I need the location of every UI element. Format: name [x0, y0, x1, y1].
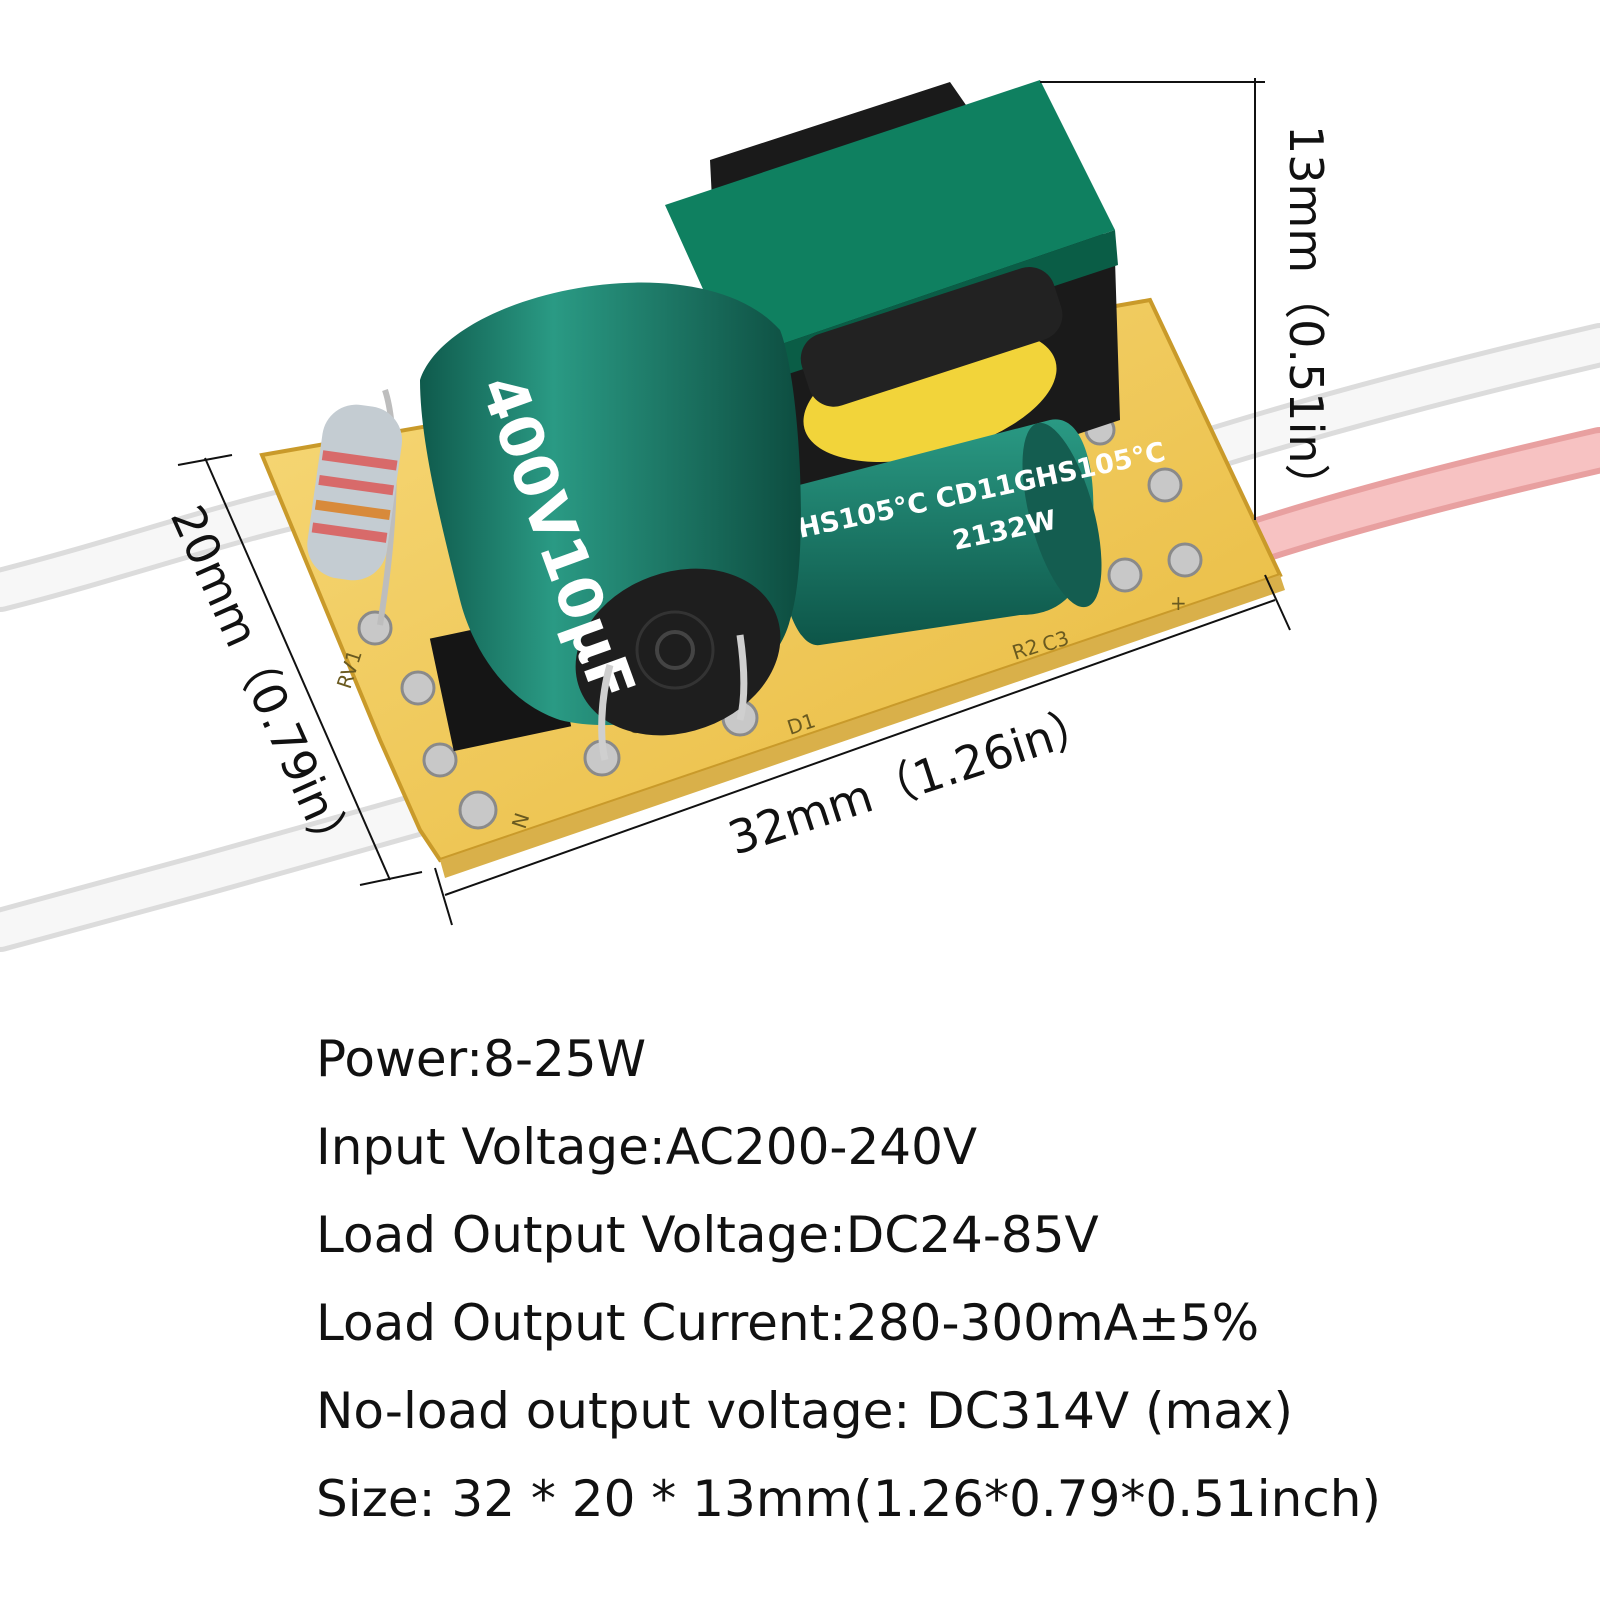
fuse-resistor — [307, 389, 403, 626]
svg-text:N: N — [507, 810, 534, 832]
main-capacitor: 400V10μF — [420, 282, 801, 761]
transformer — [665, 80, 1120, 500]
spec-list: Power:8-25W Input Voltage:AC200-240V Loa… — [316, 1015, 1586, 1543]
spec-size: Size: 32 * 20 * 13mm(1.26*0.79*0.51inch) — [316, 1470, 1381, 1528]
led-driver-board-photo: C1 D1 R2 C3 RV1 N + HS105°C CD11GHS105°C… — [0, 78, 1600, 952]
spec-no-load-output-voltage: No-load output voltage: DC314V (max) — [316, 1382, 1293, 1440]
spec-load-output-voltage: Load Output Voltage:DC24-85V — [316, 1206, 1099, 1264]
dimension-lines — [177, 78, 1291, 926]
spec-load-output-current: Load Output Current:280-300mA±5% — [316, 1294, 1260, 1352]
height-dimension-label: 13mm（0.51in） — [1279, 125, 1333, 510]
spec-power: Power:8-25W — [316, 1030, 647, 1088]
spec-input-voltage: Input Voltage:AC200-240V — [316, 1118, 978, 1176]
svg-text:+: + — [1170, 591, 1187, 615]
